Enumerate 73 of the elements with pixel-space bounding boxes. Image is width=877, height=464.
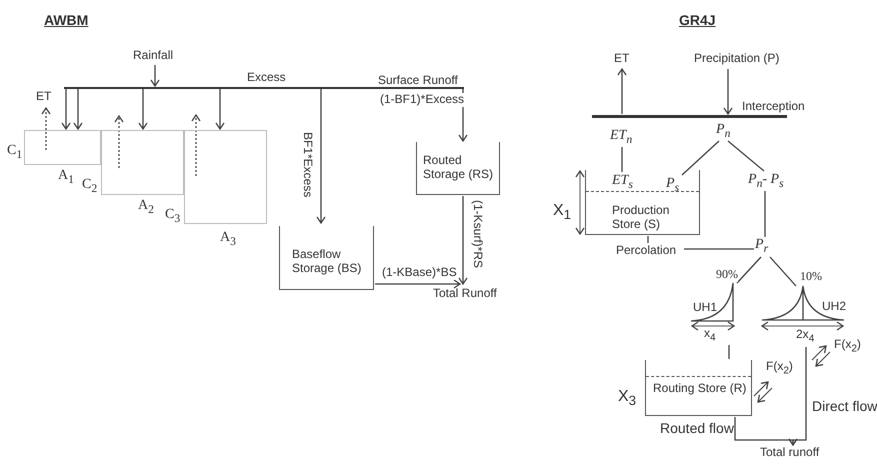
parameter-label: X$_{1}$ xyxy=(553,202,572,222)
connector-line xyxy=(736,256,762,284)
unit-hydrograph xyxy=(762,286,844,322)
flow-symbol: P$_{r}$ xyxy=(755,237,768,256)
arrow xyxy=(375,279,461,289)
arrow xyxy=(138,89,148,130)
line-label: Excess xyxy=(247,71,286,85)
area-label: A$_{1}$ xyxy=(58,168,74,186)
flow-label: F(x$_{2}$) xyxy=(834,338,861,355)
edge-label: Direct flow xyxy=(812,398,877,414)
connector-line xyxy=(770,256,796,286)
area-label: A$_{2}$ xyxy=(138,198,154,216)
arrow xyxy=(788,347,807,446)
store-label: C$_{2}$ xyxy=(82,177,98,196)
connector-line xyxy=(621,147,623,172)
arrow xyxy=(723,69,733,115)
connector-line xyxy=(682,140,720,176)
area-label: A$_{3}$ xyxy=(220,230,236,248)
connector-line xyxy=(647,236,649,243)
flow-symbol: P$_{s}$ xyxy=(666,176,680,194)
arrow xyxy=(316,89,326,224)
arrow xyxy=(150,65,160,87)
flow-label: ET xyxy=(36,90,52,104)
flow-label: Precipitation (P) xyxy=(694,52,780,66)
dotted-arrow xyxy=(114,115,124,168)
model-title: AWBM xyxy=(44,12,88,28)
connector-line xyxy=(764,191,766,237)
storage-tank xyxy=(645,360,752,416)
edge-label: (1-BF1)*Excess xyxy=(380,93,464,107)
arrow xyxy=(73,89,83,130)
flow-label: ET xyxy=(614,52,630,66)
connector-line xyxy=(728,345,730,359)
flow-label: F(x$_{2}$) xyxy=(766,360,793,377)
storage-tank xyxy=(279,226,374,290)
flow-label: Percolation xyxy=(616,244,676,258)
unit-hydrograph xyxy=(691,283,735,323)
storage-label: Routing Store (R) xyxy=(653,382,746,396)
hydrograph-label: UH2 xyxy=(822,300,846,314)
flow-symbol: ET$_{n}$ xyxy=(610,128,632,146)
storage-tank xyxy=(585,170,700,235)
flow-label: Total runoff xyxy=(760,446,820,460)
storage-tank xyxy=(416,142,500,195)
connector-line xyxy=(728,140,764,172)
parameter-label: X$_{3}$ xyxy=(618,388,636,408)
interception-line xyxy=(592,115,787,118)
time-base-label: x$_{4}$ xyxy=(704,327,716,344)
store-label: C$_{1}$ xyxy=(7,143,22,162)
arrow xyxy=(617,68,627,114)
flow-label: Surface Runoff xyxy=(378,74,458,88)
hydrograph-label: UH1 xyxy=(693,301,718,315)
storage-label: Production Store (S) xyxy=(612,204,670,232)
arrow xyxy=(458,196,468,285)
distribution-line xyxy=(64,87,464,89)
model-title: GR4J xyxy=(679,12,716,28)
flow-symbol: P$_{n}$ xyxy=(716,122,730,140)
time-base-label: 2x$_{4}$ xyxy=(796,328,814,345)
dotted-arrow xyxy=(41,107,51,150)
edge-label: (1-Ksurf)*RS xyxy=(470,200,484,268)
edge-label: (1-KBase)*BS xyxy=(382,266,457,280)
flow-label: Total Runoff xyxy=(433,287,497,301)
connector-line xyxy=(684,248,754,250)
line-label: Interception xyxy=(742,100,805,114)
storage-label: Routed Storage (RS) xyxy=(423,154,494,182)
flow-symbol: ET$_{s}$ xyxy=(612,173,633,192)
arrow xyxy=(215,89,225,130)
edge-label: 90% xyxy=(716,268,738,282)
store-label: C$_{3}$ xyxy=(165,207,180,226)
arrow xyxy=(61,89,71,130)
storage-label: Baseflow Storage (BS) xyxy=(292,248,362,276)
flow-label: Rainfall xyxy=(133,49,174,63)
dotted-arrow xyxy=(191,114,201,176)
flow-symbol: P$_{n}$- P$_{s}$ xyxy=(748,172,784,190)
edge-label: Routed flow xyxy=(660,420,734,436)
